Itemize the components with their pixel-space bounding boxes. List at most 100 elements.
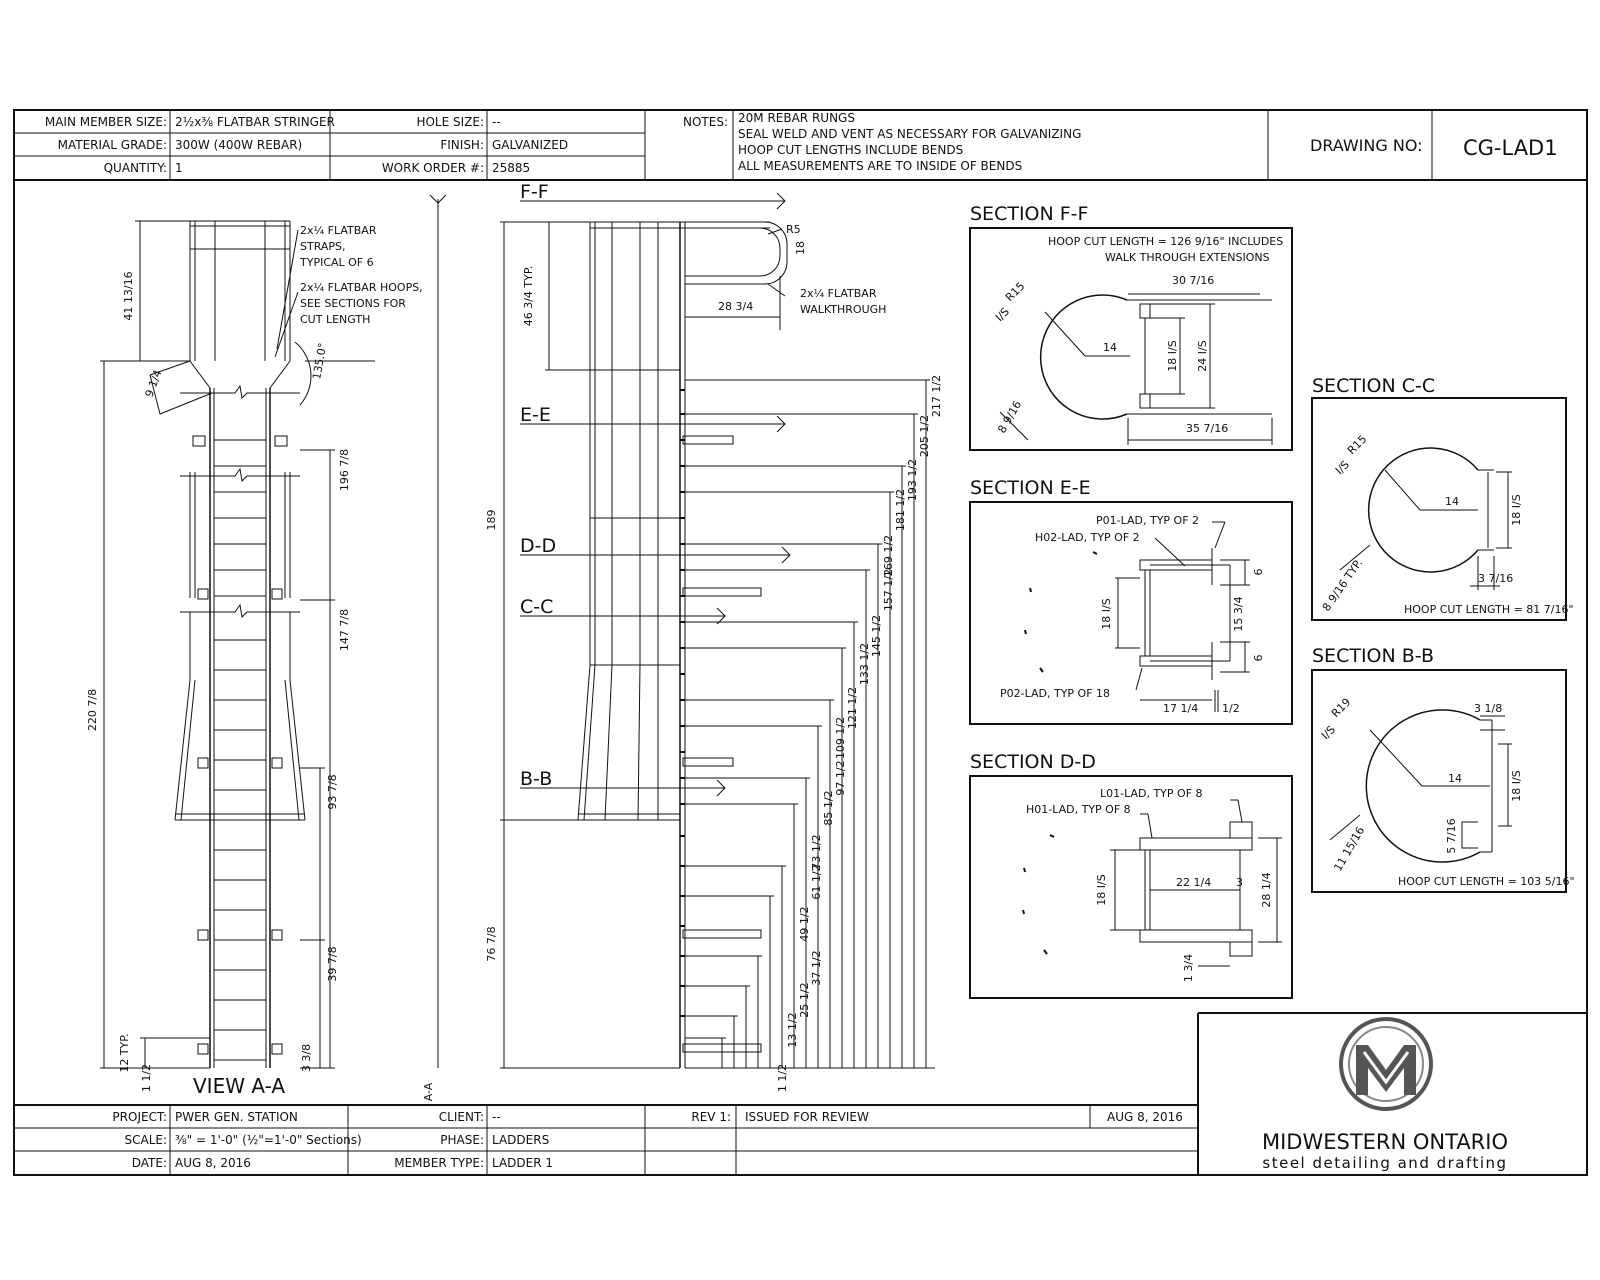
ff-dim-30: 30 7/16 xyxy=(1172,274,1214,287)
cc-hoop-cut: HOOP CUT LENGTH = 81 7/16" xyxy=(1404,603,1574,616)
material-grade-label: MATERIAL GRADE: xyxy=(58,138,167,152)
rung-dim: 193 1/2 xyxy=(906,459,919,501)
bb-dim-5: 5 7/16 xyxy=(1445,818,1458,853)
dim-splay: 9 1/4 xyxy=(143,368,165,399)
rung-dim: 49 1/2 xyxy=(798,906,811,941)
scale-label: SCALE: xyxy=(124,1133,167,1147)
ff-dim-14: 14 xyxy=(1103,341,1117,354)
note-straps: 2x¼ FLATBAR xyxy=(300,224,377,237)
company-tagline: steel detailing and drafting xyxy=(1262,1154,1507,1172)
dd-dim-22: 22 1/4 xyxy=(1176,876,1211,889)
dim-39: 39 7/8 xyxy=(326,946,339,981)
cc-dim-r15: R15 xyxy=(1345,433,1369,457)
rung-dimensions: 13 1/2 25 1/2 37 1/2 49 1/2 61 1/2 73 1/… xyxy=(786,375,943,1048)
dim-18: 18 xyxy=(794,241,807,255)
revision-description: ISSUED FOR REVIEW xyxy=(745,1110,869,1124)
rung-dim: 61 1/2 xyxy=(810,864,823,899)
client-value: -- xyxy=(492,1110,501,1124)
ff-dim-35: 35 7/16 xyxy=(1186,422,1228,435)
dd-note-h01: H01-LAD, TYP OF 8 xyxy=(1026,803,1131,816)
rung-dim: 133 1/2 xyxy=(858,643,871,685)
dim-220: 220 7/8 xyxy=(86,689,99,731)
main-member-size-label: MAIN MEMBER SIZE: xyxy=(45,115,167,129)
note-walkthrough: 2x¼ FLATBAR xyxy=(800,287,877,300)
ff-dim-r15: R15 xyxy=(1003,280,1027,304)
dim-196: 196 7/8 xyxy=(338,449,351,491)
rung-dim: 109 1/2 xyxy=(834,717,847,759)
note-walkthrough: WALKTHROUGH xyxy=(800,303,886,316)
view-aa-title: VIEW A-A xyxy=(193,1074,285,1098)
note-line: ALL MEASUREMENTS ARE TO INSIDE OF BENDS xyxy=(738,159,1022,173)
cut-label-bb: B-B xyxy=(520,768,552,790)
notes-label: NOTES: xyxy=(683,115,728,129)
rung-dim: 121 1/2 xyxy=(846,687,859,729)
rung-dim: 97 1/2 xyxy=(834,760,847,795)
dim-top-cage: 41 13/16 xyxy=(122,271,135,320)
ff-dim-24is: 24 I/S xyxy=(1196,340,1209,371)
drawing-no-value: CG-LAD1 xyxy=(1463,136,1558,160)
section-ff-title: SECTION F-F xyxy=(970,203,1088,225)
rung-dim: 37 1/2 xyxy=(810,950,823,985)
member-type-value: LADDER 1 xyxy=(492,1156,553,1170)
dim-angle: 135.0° xyxy=(310,342,329,381)
dim-189: 189 xyxy=(485,510,498,531)
bb-hoop-cut: HOOP CUT LENGTH = 103 5/16" xyxy=(1398,875,1575,888)
finish-label: FINISH: xyxy=(440,138,484,152)
bb-dim-3: 3 1/8 xyxy=(1474,702,1502,715)
rung-dim: 145 1/2 xyxy=(870,615,883,657)
section-ff-drawing xyxy=(969,227,1293,451)
dim-93: 93 7/8 xyxy=(326,774,339,809)
section-dd-title: SECTION D-D xyxy=(970,751,1096,773)
quantity-value: 1 xyxy=(175,161,183,175)
cc-dim-3: 3 7/16 xyxy=(1478,572,1513,585)
dd-dim-3: 3 xyxy=(1236,876,1243,889)
ee-dim-half: 1/2 xyxy=(1222,702,1240,715)
drawing-no-label: DRAWING NO: xyxy=(1310,136,1423,155)
ee-note-p02: P02-LAD, TYP OF 18 xyxy=(1000,687,1110,700)
cc-dim-is: I/S xyxy=(1333,458,1352,477)
title-block-footer: PROJECT: PWER GEN. STATION SCALE: ⅜" = 1… xyxy=(112,1110,1183,1170)
section-cc-title: SECTION C-C xyxy=(1312,375,1435,397)
member-type-label: MEMBER TYPE: xyxy=(394,1156,484,1170)
dim-3: 3 3/8 xyxy=(300,1044,313,1072)
ff-hoop-note: WALK THROUGH EXTENSIONS xyxy=(1105,251,1270,264)
rung-dim: 217 1/2 xyxy=(930,375,943,417)
dd-dim-18is: 18 I/S xyxy=(1095,874,1108,905)
dim-46-typ: 46 3/4 TYP. xyxy=(522,266,535,327)
side-view-drawing xyxy=(500,192,935,1069)
note-hoops: 2x¼ FLATBAR HOOPS, xyxy=(300,281,423,294)
ee-dim-6a: 6 xyxy=(1252,569,1265,576)
company-logo xyxy=(1339,1017,1433,1111)
cut-label-cc: C-C xyxy=(520,596,553,618)
sheet-border xyxy=(13,109,1588,1176)
finish-value: GALVANIZED xyxy=(492,138,568,152)
ff-dim-is: I/S xyxy=(993,305,1012,324)
hole-size-label: HOLE SIZE: xyxy=(416,115,484,129)
revision-date: AUG 8, 2016 xyxy=(1107,1110,1183,1124)
note-line: HOOP CUT LENGTHS INCLUDE BENDS xyxy=(738,143,963,157)
section-ee-title: SECTION E-E xyxy=(970,477,1091,499)
phase-label: PHASE: xyxy=(440,1133,484,1147)
rung-dim: 205 1/2 xyxy=(918,415,931,457)
section-aa-label: A-A xyxy=(422,1082,435,1101)
hole-size-value: -- xyxy=(492,115,501,129)
bb-dim-14: 14 xyxy=(1448,772,1462,785)
bb-dim-is: I/S xyxy=(1319,723,1338,742)
dd-dim-28: 28 1/4 xyxy=(1260,872,1273,907)
ee-dim-15: 15 3/4 xyxy=(1232,596,1245,631)
dd-note-l01: L01-LAD, TYP OF 8 xyxy=(1100,787,1203,800)
ee-dim-18is: 18 I/S xyxy=(1100,598,1113,629)
note-straps: TYPICAL OF 6 xyxy=(299,256,374,269)
section-ee-drawing xyxy=(969,501,1293,725)
note-straps: STRAPS, xyxy=(300,240,346,253)
ff-dim-8: 8 9/16 xyxy=(995,399,1024,436)
section-dd-drawing xyxy=(969,775,1293,999)
dim-12-typ: 12 TYP. xyxy=(118,1033,131,1072)
material-grade-value: 300W (400W REBAR) xyxy=(175,138,302,152)
client-label: CLIENT: xyxy=(439,1110,484,1124)
dim-r5: R5 xyxy=(786,223,801,236)
bb-dim-11: 11 15/16 xyxy=(1331,824,1367,873)
rung-dim: 25 1/2 xyxy=(798,982,811,1017)
rung-dim: 13 1/2 xyxy=(786,1012,799,1047)
section-bb-title: SECTION B-B xyxy=(1312,645,1434,667)
